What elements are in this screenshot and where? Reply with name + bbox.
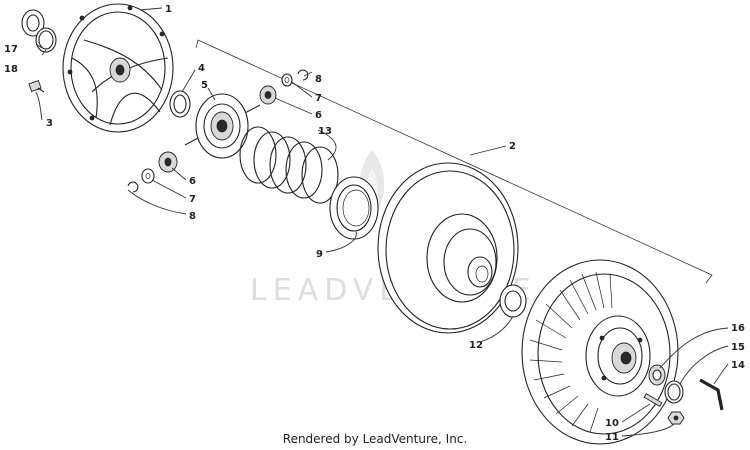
callout-6-upper: 6 <box>315 110 322 121</box>
callout-17: 17 <box>4 44 18 55</box>
callout-18: 18 <box>4 64 18 75</box>
part-seal-9 <box>329 176 379 240</box>
part-cover-housing <box>62 3 174 133</box>
callout-8-upper: 8 <box>315 74 322 85</box>
part-pin-10 <box>643 393 663 407</box>
part-ring-15 <box>664 380 684 404</box>
part-bolt-3 <box>28 79 45 93</box>
callout-2: 2 <box>509 141 516 152</box>
part-sheave-disc-2 <box>377 162 519 334</box>
part-roller-6-lower <box>158 151 178 173</box>
callout-6-lower: 6 <box>189 176 196 187</box>
part-clip-8-upper <box>297 69 309 81</box>
callout-10: 10 <box>605 418 619 429</box>
callout-11: 11 <box>605 432 619 443</box>
callout-1: 1 <box>165 4 172 15</box>
part-spring-13 <box>239 126 339 204</box>
part-washer-7-upper <box>281 73 293 87</box>
part-callouts: 1 2 3 4 5 6 7 8 6 7 8 9 10 11 12 13 14 1… <box>4 4 745 443</box>
callout-15: 15 <box>731 342 745 353</box>
part-spacer-12 <box>499 284 527 318</box>
callout-7-upper: 7 <box>315 93 322 104</box>
callout-5: 5 <box>201 80 208 91</box>
callout-4: 4 <box>198 63 205 74</box>
part-fixed-sheave <box>521 259 679 445</box>
callout-16: 16 <box>731 323 745 334</box>
part-oring-18 <box>35 27 57 53</box>
part-ring-4 <box>169 90 191 118</box>
callout-7-lower: 7 <box>189 194 196 205</box>
leader-lines <box>35 7 729 437</box>
part-spider-hub-5 <box>184 93 261 159</box>
assembly-bracket <box>195 39 713 284</box>
callout-9: 9 <box>316 249 323 260</box>
part-bushing-16 <box>648 364 666 386</box>
part-roller-6-upper <box>259 85 277 105</box>
callout-14: 14 <box>731 360 745 371</box>
callout-3: 3 <box>46 118 53 129</box>
cooling-fins <box>529 271 613 433</box>
part-clip-8-lower <box>127 181 139 193</box>
part-nut-11 <box>667 411 685 425</box>
part-washer-7-lower <box>141 168 155 184</box>
part-hex-key-14 <box>699 378 724 411</box>
part-washer-17 <box>21 9 45 37</box>
callout-13: 13 <box>318 126 332 137</box>
callout-8-lower: 8 <box>189 211 196 222</box>
footer-credit: Rendered by LeadVenture, Inc. <box>283 432 467 446</box>
callout-12: 12 <box>469 340 483 351</box>
